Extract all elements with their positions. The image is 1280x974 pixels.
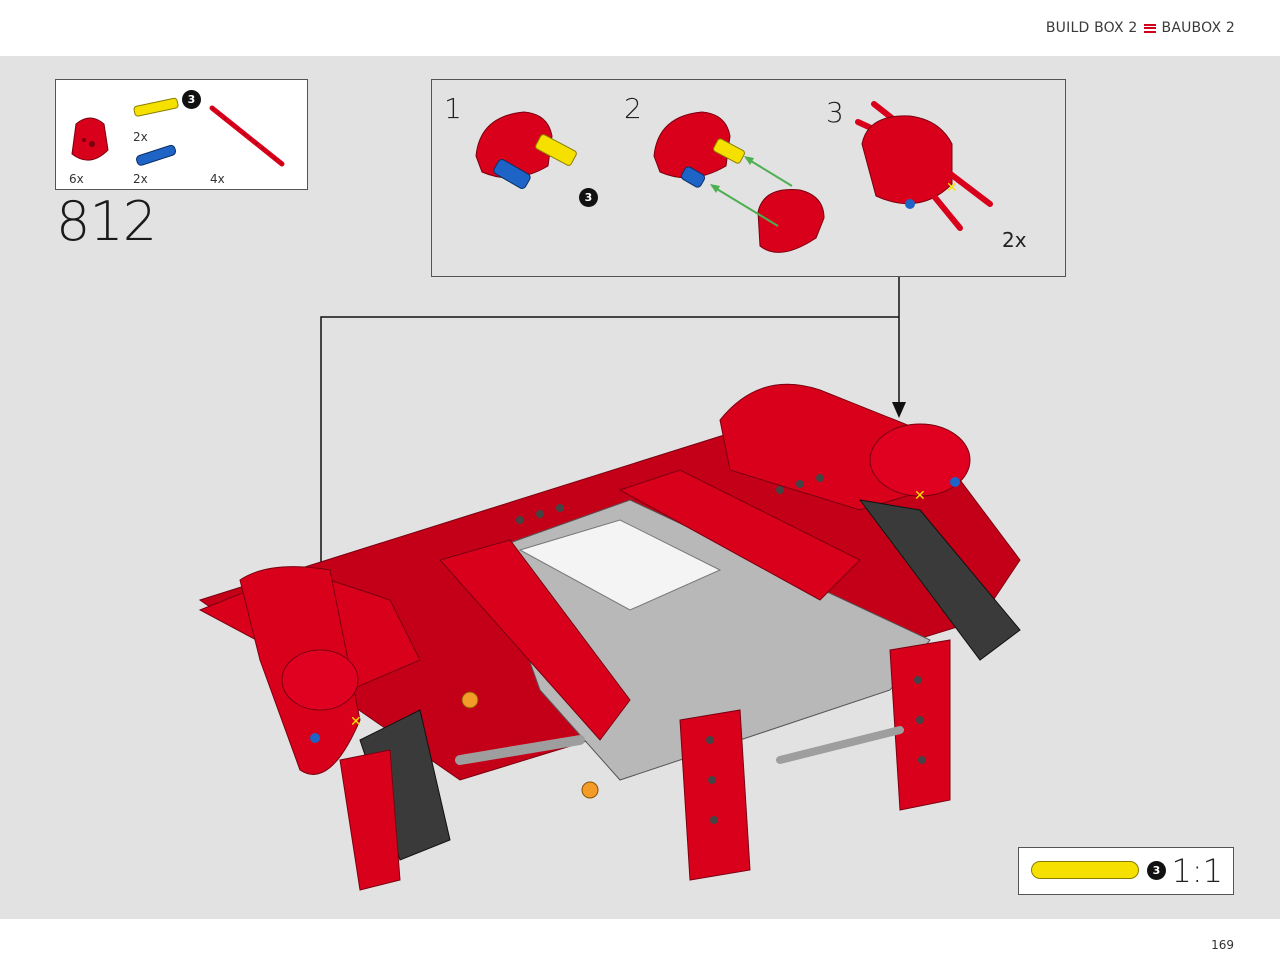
sub-step-3-illustration: ✕ [855, 101, 993, 231]
sub-step-2-illustration [653, 111, 825, 253]
header-left-label: BUILD BOX 2 [1045, 20, 1138, 36]
red-axle-icon [209, 105, 285, 167]
sub-step-1-number: 1 [444, 92, 462, 125]
step-number: 812 [56, 190, 157, 253]
uk-flag-icon [1143, 23, 1156, 33]
qty-red-panel: 6x [69, 172, 84, 186]
sub-step-1-illustration [475, 111, 577, 189]
svg-text:✕: ✕ [914, 488, 926, 504]
page-top-bar [0, 0, 1280, 56]
header-right-label: BAUBOX 2 [1161, 20, 1235, 36]
main-assembly-illustration: ✕ ✕ [198, 383, 1021, 891]
scale-length-badge: 3 [1147, 861, 1166, 880]
subassembly-callout-box: 1 2 3 3 ✕ 2x [431, 79, 1066, 277]
scale-label: 1:1 [1171, 852, 1224, 890]
blue-pin-icon [136, 144, 177, 166]
sub-step-3-number: 3 [826, 96, 844, 129]
sub-step-2-number: 2 [624, 92, 642, 125]
yellow-axle-scale-icon [1031, 861, 1139, 879]
qty-red-axle: 4x [210, 172, 225, 186]
qty-yellow-pin: 2x [133, 130, 148, 144]
qty-blue-pin: 2x [133, 172, 148, 186]
yellow-axle-pin-icon [133, 97, 179, 117]
red-curved-panel-icon [71, 117, 109, 161]
svg-text:✕: ✕ [350, 714, 362, 730]
sub-step-multiplier: 2x [1002, 228, 1027, 252]
page-number: 169 [1211, 938, 1234, 952]
svg-text:✕: ✕ [946, 180, 958, 196]
page-header: BUILD BOX 2 BAUBOX 2 [1046, 20, 1235, 36]
parts-list-box: 6x 3 2x 2x 4x [55, 79, 308, 190]
yellow-pin-length-badge: 3 [182, 90, 201, 109]
sub-step-1-length-badge: 3 [579, 188, 598, 207]
scale-indicator-box: 3 1:1 [1018, 847, 1234, 895]
